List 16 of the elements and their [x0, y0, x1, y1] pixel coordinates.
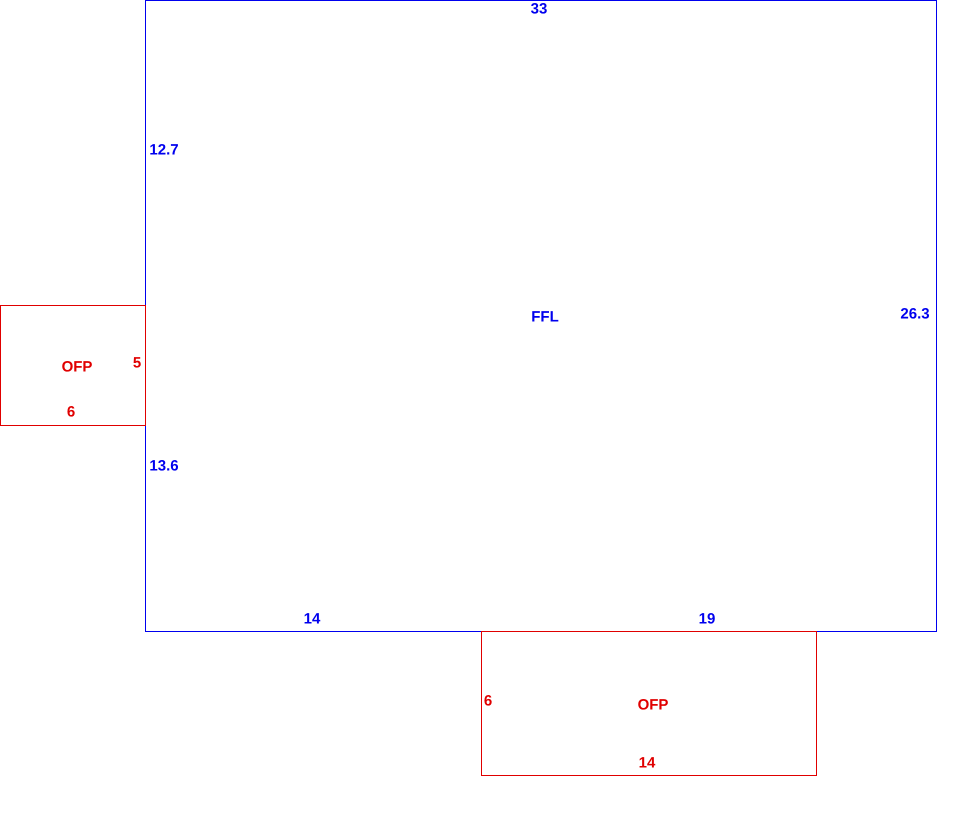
dimension-label: 26.3	[900, 306, 930, 322]
room-label: OFP	[638, 698, 668, 712]
room-outline	[145, 0, 937, 632]
room-label: FFL	[531, 310, 559, 324]
dimension-label: 6	[66, 404, 76, 420]
room-outline	[481, 631, 817, 776]
dimension-label: 33	[530, 2, 548, 16]
dimension-label: 5	[132, 356, 142, 370]
dimension-label: 14	[304, 612, 320, 626]
dimension-label: 6	[484, 694, 492, 708]
room-outline	[0, 305, 146, 426]
dimension-label: 12.7	[149, 142, 179, 158]
dimension-label: 14	[638, 756, 656, 770]
dimension-label: 13.6	[149, 458, 179, 474]
room-label: OFP	[62, 360, 92, 374]
dimension-label: 19	[698, 612, 716, 626]
